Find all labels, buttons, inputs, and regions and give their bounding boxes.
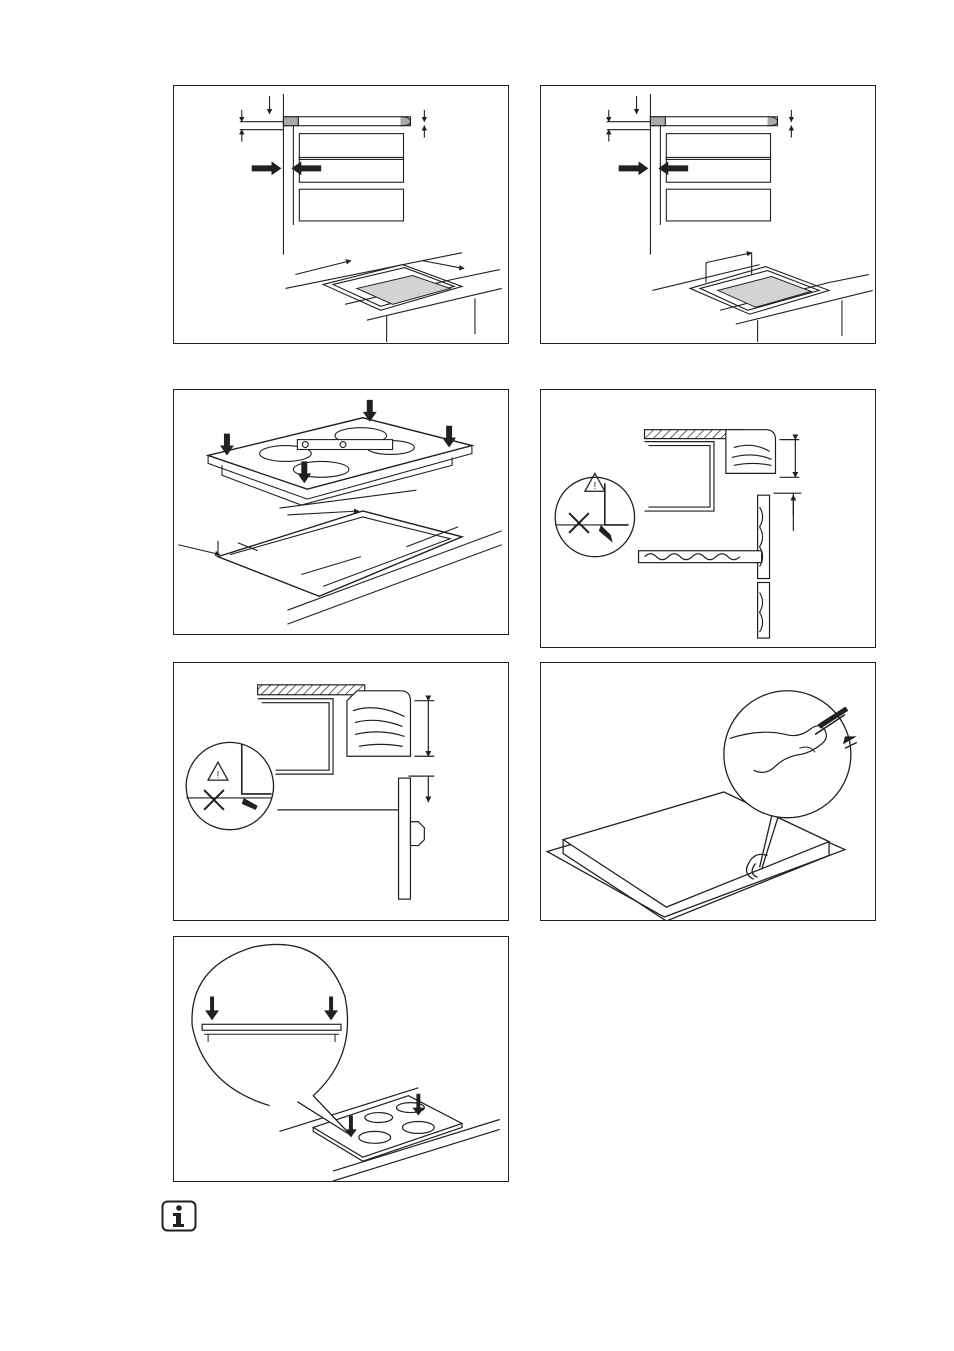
figure-cutout-dimensions-1 xyxy=(173,85,509,344)
svg-text:!: ! xyxy=(593,481,596,492)
cutout-diagram xyxy=(541,86,875,343)
detail-magnifier xyxy=(192,944,351,1135)
cutout-diagram xyxy=(174,86,508,343)
drawer-clearance-diagram: ! xyxy=(541,390,875,647)
warning-magnifier: ! xyxy=(186,742,273,829)
door-clearance-diagram: ! xyxy=(174,663,508,920)
hob-insertion-diagram xyxy=(174,390,508,634)
figure-hob-insertion xyxy=(173,389,509,635)
figure-cutout-dimensions-2 xyxy=(540,85,876,344)
info-icon xyxy=(161,1200,197,1232)
figure-door-clearance: ! xyxy=(173,662,509,921)
sealing-strip-diagram xyxy=(541,663,875,920)
warning-magnifier: ! xyxy=(555,473,634,556)
figure-sealing-strip xyxy=(540,662,876,921)
svg-text:!: ! xyxy=(217,770,220,781)
press-hob-diagram xyxy=(174,937,508,1181)
hand-magnifier xyxy=(724,691,857,818)
figure-press-hob xyxy=(173,936,509,1182)
figure-drawer-clearance: ! xyxy=(540,389,876,648)
